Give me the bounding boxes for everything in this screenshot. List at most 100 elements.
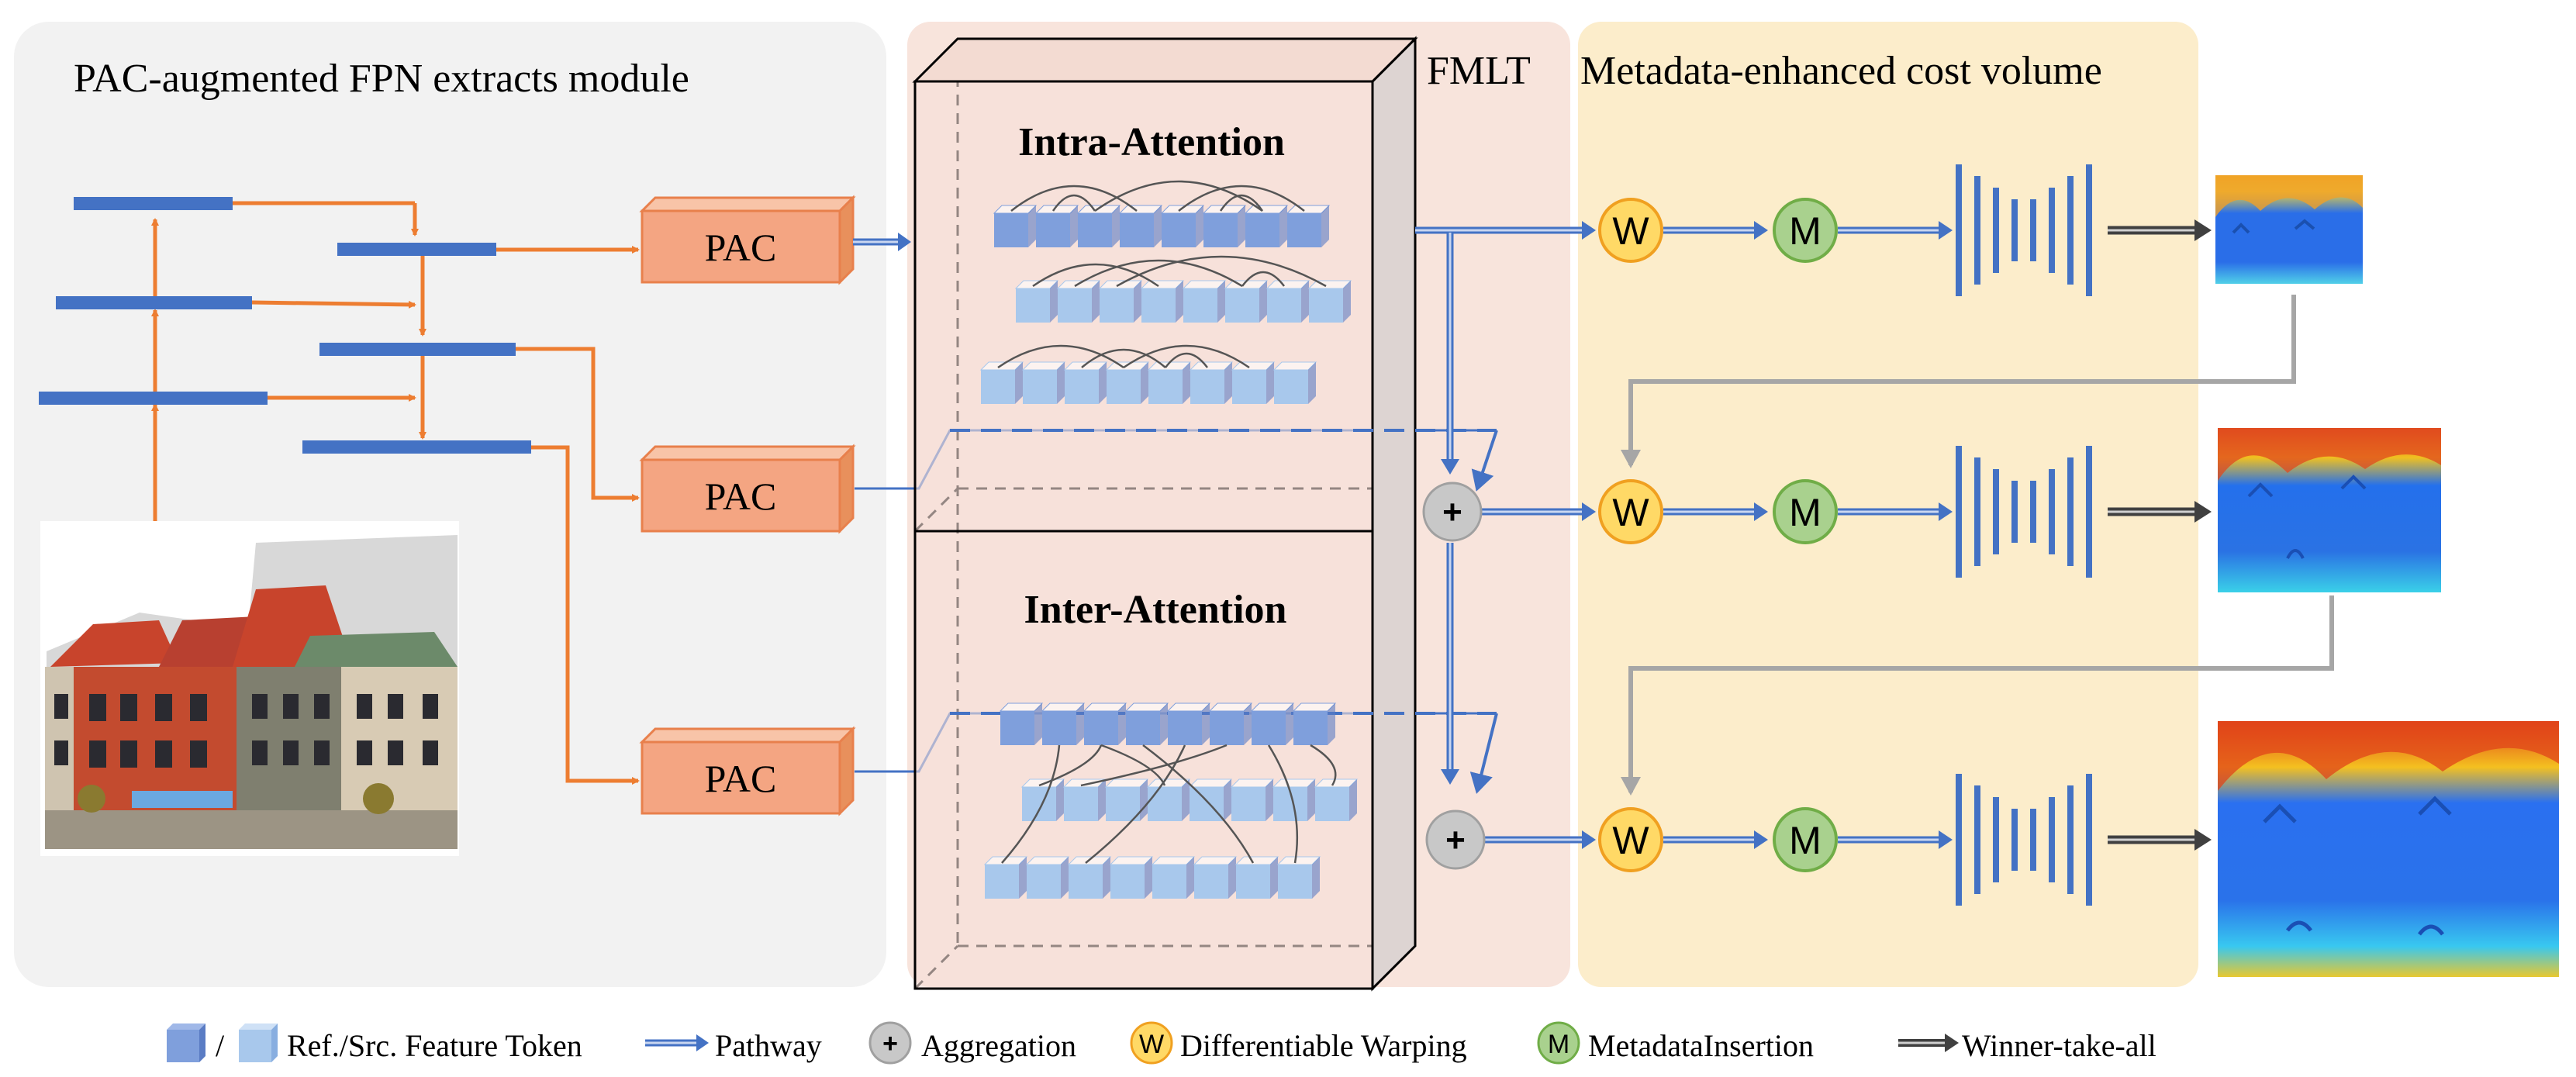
- legend-metadata-text: MetadataInsertion: [1588, 1028, 1814, 1063]
- attention-arcs: [997, 180, 1337, 864]
- fmlt-title: FMLT: [1427, 49, 1531, 93]
- feature-token: [1014, 280, 1059, 323]
- inter-src-token-row: [1020, 778, 1359, 821]
- intra-attention-label: Intra-Attention: [1018, 120, 1285, 164]
- feature-token: [1076, 205, 1121, 247]
- feature-token: [993, 205, 1038, 247]
- feature-token: [1230, 778, 1275, 821]
- intra-src-token-row: [979, 361, 1317, 404]
- feature-token: [1314, 778, 1359, 821]
- warping-node: W: [1598, 479, 1663, 544]
- winner-take-all-arrow: [2108, 501, 2212, 523]
- depth-map: [2215, 175, 2363, 284]
- feature-token: [1272, 778, 1317, 821]
- depth-map: [2218, 721, 2559, 977]
- pac-block: PAC: [639, 726, 856, 816]
- feature-token: [1202, 205, 1247, 247]
- feature-token: [1266, 280, 1310, 323]
- fpn-bottom-up-level: [39, 392, 268, 405]
- legend-ref-token-icon: [167, 1023, 205, 1062]
- feature-token: [1307, 280, 1352, 323]
- metadata-symbol: M: [1789, 209, 1822, 253]
- legend-metadata-icon: M: [1537, 1021, 1580, 1065]
- legend-aggregation-icon: +: [868, 1021, 912, 1065]
- legend-aggregation-text: Aggregation: [921, 1028, 1076, 1063]
- pac-block: PAC: [639, 195, 856, 285]
- feature-token: [1124, 702, 1169, 745]
- fpn-bottom-up-level: [74, 197, 233, 210]
- legend-token-separator: /: [216, 1028, 225, 1063]
- feature-token: [1083, 702, 1127, 745]
- feature-token: [1292, 702, 1337, 745]
- feature-token: [1034, 205, 1079, 247]
- feature-token: [1041, 702, 1086, 745]
- feature-token: [1272, 361, 1317, 404]
- fpn-to-pac-arrow: [531, 445, 640, 785]
- metadata-symbol: M: [1789, 819, 1822, 862]
- feature-token: [1244, 205, 1289, 247]
- feature-token: [1189, 361, 1234, 404]
- legend-warping-symbol: W: [1139, 1030, 1164, 1059]
- cost-volume-regularization-net: [1956, 446, 2092, 578]
- legend-wta-icon: [1898, 1034, 1959, 1052]
- feature-token: [1193, 856, 1238, 899]
- intra-src-token-row: [1014, 280, 1352, 323]
- cost-volume-regularization-net: [1956, 164, 2092, 296]
- warping-node: W: [1598, 198, 1663, 263]
- feature-token: [1021, 361, 1066, 404]
- feature-token: [1063, 361, 1108, 404]
- aggregation-symbol: +: [1442, 493, 1462, 531]
- feature-token: [1208, 702, 1253, 745]
- pac-label: PAC: [705, 757, 777, 800]
- feature-token: [1160, 205, 1205, 247]
- cost-volume-title: Metadata-enhanced cost volume: [1580, 49, 2102, 93]
- feature-token: [983, 856, 1028, 899]
- fpn-top-down-level: [302, 440, 531, 454]
- legend-src-token-icon: [239, 1023, 278, 1062]
- feature-token: [1056, 280, 1101, 323]
- legend-warping-icon: W: [1130, 1021, 1173, 1065]
- warping-symbol: W: [1612, 209, 1649, 253]
- fpn-top-down-level: [319, 343, 516, 356]
- fpn-top-down-level: [337, 243, 496, 256]
- inter-attention-label: Inter-Attention: [1024, 588, 1287, 632]
- feature-token: [1166, 702, 1211, 745]
- aggregation-symbol: +: [1445, 821, 1466, 859]
- feature-token: [1231, 361, 1276, 404]
- metadata-node: M: [1773, 198, 1838, 263]
- feature-token: [979, 361, 1024, 404]
- feature-token: [1286, 205, 1331, 247]
- feature-token: [1062, 778, 1107, 821]
- feature-token: [1105, 361, 1150, 404]
- feature-token: [1147, 361, 1192, 404]
- feature-token: [1151, 856, 1196, 899]
- feature-token: [999, 702, 1044, 745]
- feature-token: [1109, 856, 1154, 899]
- fpn-title: PAC-augmented FPN extracts module: [74, 57, 689, 101]
- fmlt-transformer: Intra-Attention Inter-Attention: [912, 36, 1497, 992]
- aggregation-node: +: [1422, 482, 1483, 542]
- winner-take-all-arrow: [2108, 829, 2212, 851]
- building-photo: [43, 523, 458, 853]
- fpn-network: [39, 197, 640, 785]
- feature-token: [1118, 205, 1163, 247]
- feature-token: [1188, 778, 1233, 821]
- feature-token: [1098, 280, 1143, 323]
- fmlt-output-pathways: [1415, 221, 1596, 849]
- fpn-bottom-up-level: [56, 296, 252, 309]
- feature-token: [1182, 280, 1227, 323]
- legend-pathway-text: Pathway: [715, 1028, 822, 1063]
- feature-token: [1020, 778, 1065, 821]
- cost-volume-regularization-net: [1956, 774, 2092, 906]
- legend-pathway-icon: [645, 1034, 709, 1051]
- input-image-stack: [40, 521, 459, 856]
- legend-token-text: Ref./Src. Feature Token: [287, 1028, 582, 1063]
- metadata-symbol: M: [1789, 491, 1822, 534]
- metadata-node: M: [1773, 807, 1838, 872]
- metadata-node: M: [1773, 479, 1838, 544]
- feature-token: [1234, 856, 1279, 899]
- inter-ref-token-row: [999, 702, 1337, 745]
